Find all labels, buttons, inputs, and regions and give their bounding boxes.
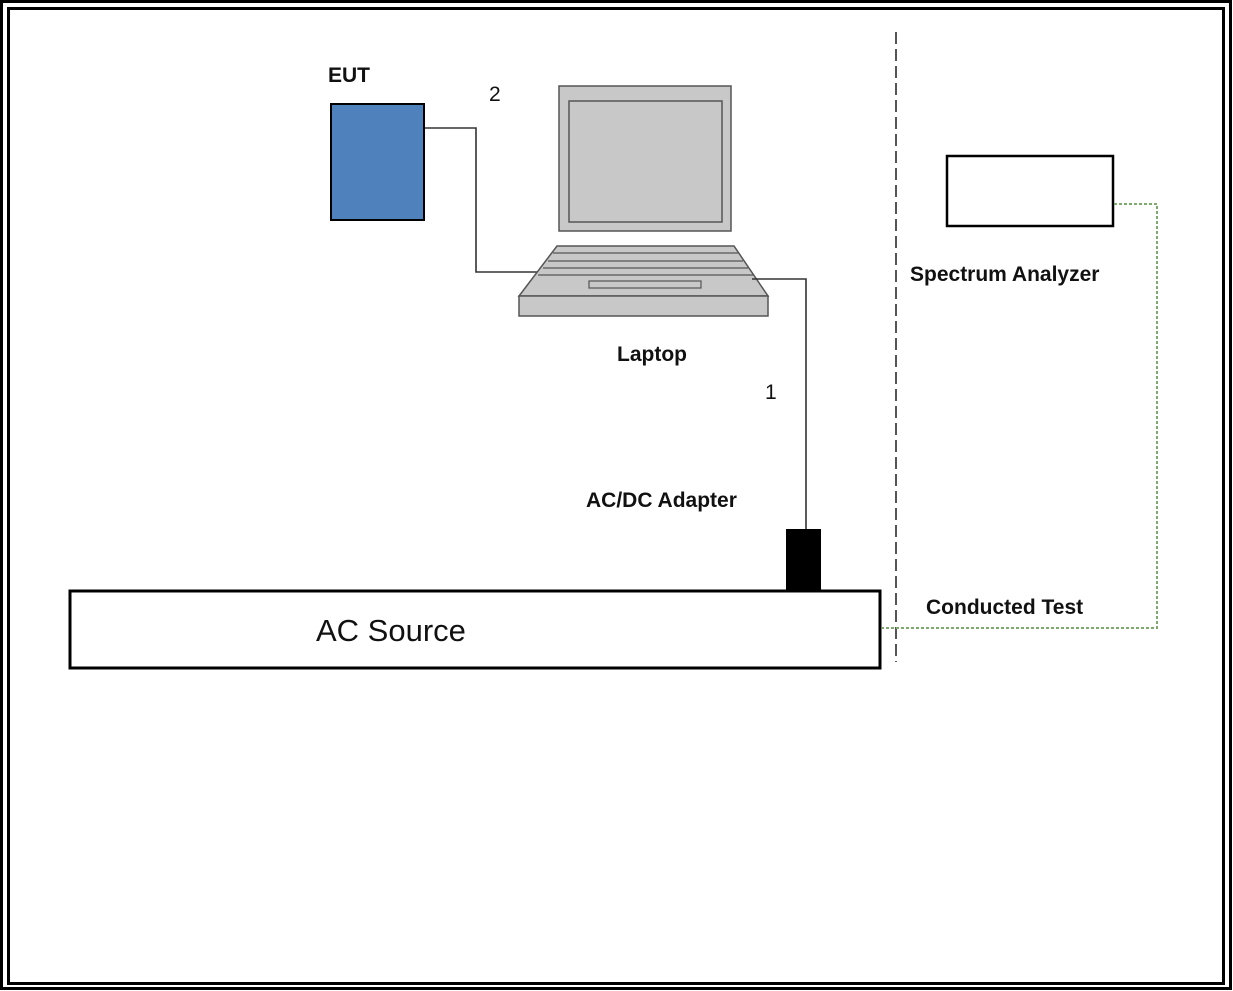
laptop-label: Laptop [617,343,687,366]
cable-2-line [425,127,542,273]
adapter-label: AC/DC Adapter [586,489,737,512]
cable-1-label: 1 [765,381,777,404]
spectrum-analyzer-label: Spectrum Analyzer [910,263,1099,286]
cable-1-line [752,278,807,530]
cable-2-label: 2 [489,83,501,106]
ac-source-box [68,589,882,670]
conducted-test-line [882,203,1158,629]
conducted-test-label: Conducted Test [926,596,1083,619]
adapter-block [786,529,821,592]
laptop-icon [517,85,770,317]
inner-frame [7,7,1225,985]
ac-source-label: AC Source [316,613,466,648]
spectrum-analyzer-box [945,154,1115,228]
eut-label: EUT [328,64,370,87]
eut-box [330,103,425,221]
